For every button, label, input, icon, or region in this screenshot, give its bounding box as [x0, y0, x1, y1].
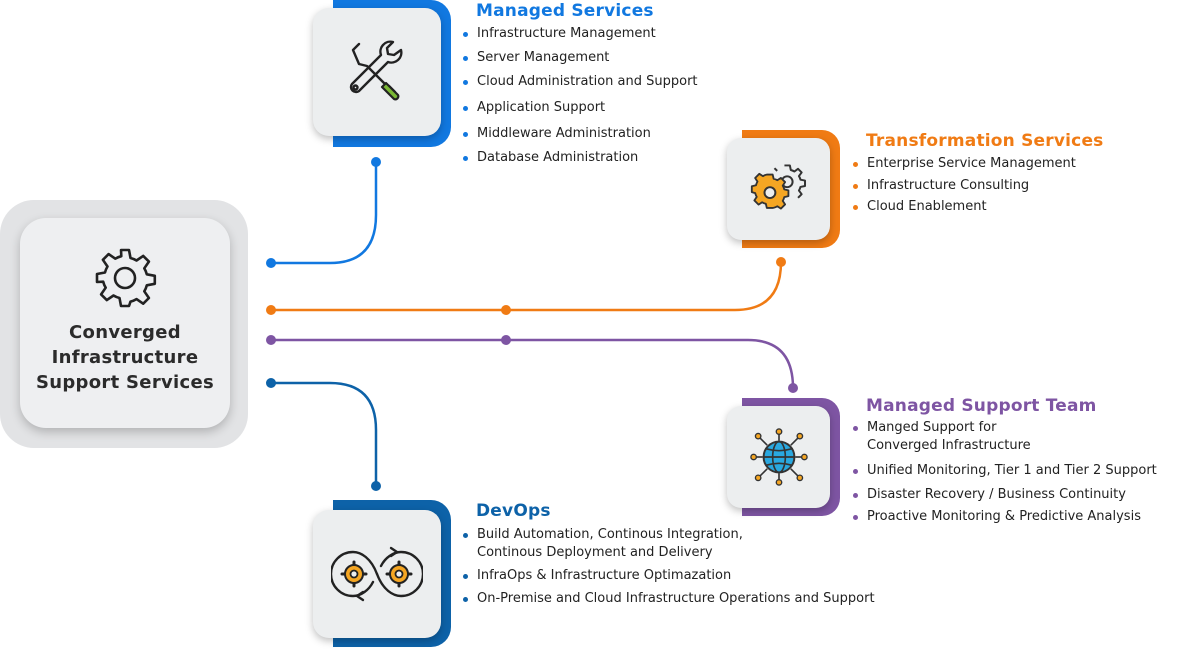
hub-card: Converged Infrastructure Support Service… [20, 218, 230, 428]
connector-dot [371, 481, 381, 491]
list-item-label: Unified Monitoring, Tier 1 and Tier 2 Su… [867, 463, 1157, 478]
connector-dot [776, 257, 786, 267]
list-item: InfraOps & Infrastructure Optimazation [463, 567, 732, 585]
connector-support-team [271, 338, 795, 389]
card-tile [313, 510, 441, 638]
hub-title: Converged Infrastructure Support Service… [36, 320, 214, 395]
bullet [463, 156, 468, 161]
bullet [463, 106, 468, 111]
list-item-label: Enterprise Service Management [867, 156, 1076, 171]
connector-transformation [271, 261, 783, 312]
managed-services-card [313, 0, 451, 147]
list-item: Cloud Enablement [853, 198, 987, 216]
list-item-label: Disaster Recovery / Business Continuity [867, 487, 1126, 502]
list-item-label: Build Automation, Continous Integration, [477, 527, 743, 542]
bullet [463, 32, 468, 37]
list-item: Enterprise Service Management [853, 155, 1076, 173]
card-tile [727, 138, 830, 240]
list-item: Application Support [463, 99, 606, 117]
list-item: Middleware Administration [463, 125, 651, 143]
list-item-label: InfraOps & Infrastructure Optimazation [477, 568, 732, 583]
hub-title-line: Converged [69, 322, 181, 343]
list-item-label: Database Administration [477, 150, 639, 165]
gear-icon [95, 248, 157, 308]
connector-dot [371, 157, 381, 167]
connector-dot [266, 305, 276, 315]
list-item: Cloud Administration and Support [463, 73, 698, 91]
list-item-label: Infrastructure Consulting [867, 178, 1030, 193]
connector-dot [788, 383, 798, 393]
bullet [853, 493, 858, 498]
list-item-label: Application Support [477, 100, 606, 115]
connector-managed [271, 162, 378, 265]
list-item-label: Server Management [477, 50, 610, 65]
connector-dot [266, 335, 276, 345]
connector-devops [271, 381, 378, 486]
list-item-label: Middleware Administration [477, 126, 651, 141]
bullet [853, 162, 858, 167]
list-item: On-Premise and Cloud Infrastructure Oper… [463, 590, 875, 608]
managed-services-title: Managed Services [476, 1, 654, 21]
devops-card [313, 500, 451, 647]
bullet [463, 574, 468, 579]
list-item: Unified Monitoring, Tier 1 and Tier 2 Su… [853, 462, 1157, 480]
globe-network-icon [749, 428, 808, 486]
list-item-label: On-Premise and Cloud Infrastructure Oper… [477, 591, 875, 606]
bullet [853, 184, 858, 189]
managed-support-team-title: Managed Support Team [866, 396, 1097, 416]
bullet [853, 469, 858, 474]
connector-dot [501, 335, 511, 345]
connector-dot [266, 378, 276, 388]
devops-title: DevOps [476, 501, 551, 521]
bullet [853, 205, 858, 210]
devops-cycle-icon [331, 546, 423, 602]
hub-title-line: Infrastructure [51, 347, 199, 368]
bullet [463, 56, 468, 61]
card-tile [727, 406, 830, 508]
gears-icon [750, 164, 806, 210]
list-item-label: Manged Support for [867, 420, 997, 435]
bullet [853, 515, 858, 520]
list-item-label: Proactive Monitoring & Predictive Analys… [867, 509, 1141, 524]
transformation-services-title: Transformation Services [866, 131, 1104, 151]
bullet [463, 132, 468, 137]
list-item-label: Cloud Administration and Support [477, 74, 698, 89]
list-item: Infrastructure Management [463, 25, 656, 43]
list-item: Database Administration [463, 149, 639, 167]
list-item-label: Converged Infrastructure [867, 438, 1031, 453]
hub-title-line: Support Services [35, 372, 214, 393]
bullet [463, 597, 468, 602]
list-item-label: Cloud Enablement [867, 199, 987, 214]
list-item: Disaster Recovery / Business Continuity [853, 486, 1126, 504]
bullet [853, 426, 858, 431]
list-item: Proactive Monitoring & Predictive Analys… [853, 508, 1141, 526]
list-item: Build Automation, Continous Integration,… [463, 526, 743, 562]
bullet [463, 533, 468, 538]
wrench-screwdriver-icon [349, 40, 403, 101]
card-tile [313, 8, 441, 136]
list-item-label: Continous Deployment and Delivery [477, 545, 713, 560]
transformation-services-card [727, 130, 840, 248]
connector-dot [266, 258, 276, 268]
list-item-label: Infrastructure Management [477, 26, 656, 41]
list-item: Server Management [463, 49, 610, 67]
managed-support-team-card [727, 398, 840, 516]
bullet [463, 80, 468, 85]
connector-dot [501, 305, 511, 315]
list-item: Infrastructure Consulting [853, 177, 1030, 195]
